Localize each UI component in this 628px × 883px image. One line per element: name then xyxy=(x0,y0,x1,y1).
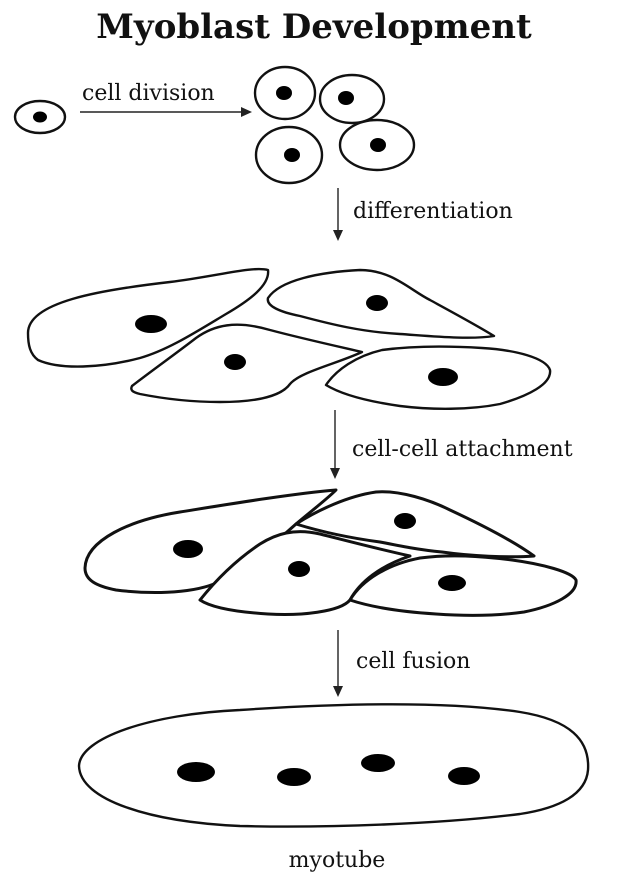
cell-division-arrow xyxy=(80,107,252,117)
myotube xyxy=(79,704,588,826)
single-myoblast xyxy=(15,101,65,133)
myotube-label: myotube xyxy=(289,848,386,873)
fusion-arrow xyxy=(333,630,343,697)
divided-cells xyxy=(255,67,414,183)
attached-myoblasts xyxy=(85,490,576,615)
differentiation-arrow xyxy=(333,188,343,241)
attachment-arrow xyxy=(330,410,340,479)
differentiation-label: differentiation xyxy=(353,199,513,224)
diagram-title: Myoblast Development xyxy=(96,7,532,47)
attachment-label: cell-cell attachment xyxy=(352,437,573,462)
cell-fusion-label: cell fusion xyxy=(356,649,470,674)
differentiated-myoblasts xyxy=(28,269,550,409)
cell-division-label: cell division xyxy=(82,81,215,106)
